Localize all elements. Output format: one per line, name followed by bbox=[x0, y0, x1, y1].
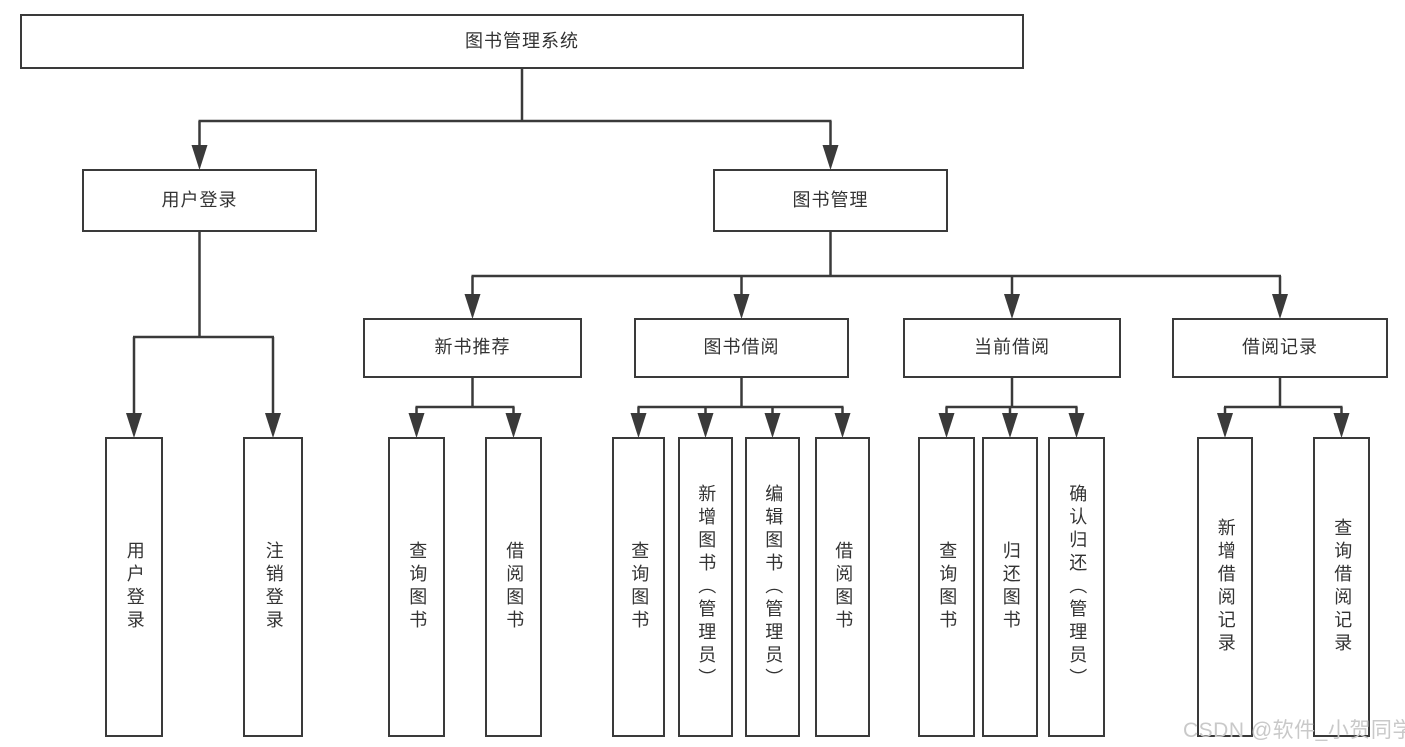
node-confirm-return-admin: 确认归还（管理员） bbox=[1048, 437, 1105, 737]
arrowhead-query-books-3 bbox=[938, 413, 955, 438]
arrowhead-confirm-return-admin bbox=[1068, 413, 1085, 438]
arrowhead-return-books bbox=[1002, 413, 1018, 438]
node-borrow-records: 借阅记录 bbox=[1172, 318, 1388, 378]
node-query-books-1: 查询图书 bbox=[388, 437, 445, 737]
arrowhead-borrow-books-2 bbox=[834, 413, 851, 438]
node-book-mgmt: 图书管理 bbox=[713, 169, 948, 232]
node-query-borrow-record: 查询借阅记录 bbox=[1313, 437, 1370, 737]
arrowhead-book-borrow bbox=[733, 294, 750, 319]
arrowhead-query-books-1 bbox=[408, 413, 425, 438]
node-query-books-3: 查询图书 bbox=[918, 437, 975, 737]
node-add-books-admin: 新增图书（管理员） bbox=[678, 437, 733, 737]
arrowhead-user-login-leaf bbox=[126, 413, 142, 438]
arrowhead-query-borrow-record bbox=[1333, 413, 1350, 438]
arrowhead-logout bbox=[265, 413, 281, 438]
arrowhead-borrow-records bbox=[1272, 294, 1288, 319]
arrowhead-add-borrow-record bbox=[1217, 413, 1233, 438]
csdn-watermark: CSDN @软件_小贺同学 bbox=[1183, 719, 1405, 742]
arrowhead-borrow-books-1 bbox=[505, 413, 522, 438]
node-current-borrow: 当前借阅 bbox=[903, 318, 1121, 378]
arrowhead-add-books-admin bbox=[697, 413, 714, 438]
arrowhead-current-borrow bbox=[1004, 294, 1020, 319]
node-new-book-rec: 新书推荐 bbox=[363, 318, 582, 378]
node-borrow-books-1: 借阅图书 bbox=[485, 437, 542, 737]
node-book-borrow: 图书借阅 bbox=[634, 318, 849, 378]
node-root: 图书管理系统 bbox=[20, 14, 1024, 69]
arrowhead-query-books-2 bbox=[630, 413, 647, 438]
node-edit-books-admin: 编辑图书（管理员） bbox=[745, 437, 800, 737]
node-return-books: 归还图书 bbox=[982, 437, 1038, 737]
arrowhead-user-login bbox=[191, 145, 208, 170]
node-add-borrow-record: 新增借阅记录 bbox=[1197, 437, 1253, 737]
arrowhead-book-mgmt bbox=[822, 145, 839, 170]
node-borrow-books-2: 借阅图书 bbox=[815, 437, 870, 737]
node-user-login: 用户登录 bbox=[82, 169, 317, 232]
arrowhead-edit-books-admin bbox=[764, 413, 781, 438]
node-user-login-leaf: 用户登录 bbox=[105, 437, 163, 737]
arrowhead-new-book-rec bbox=[464, 294, 481, 319]
node-query-books-2: 查询图书 bbox=[612, 437, 665, 737]
node-logout: 注销登录 bbox=[243, 437, 303, 737]
